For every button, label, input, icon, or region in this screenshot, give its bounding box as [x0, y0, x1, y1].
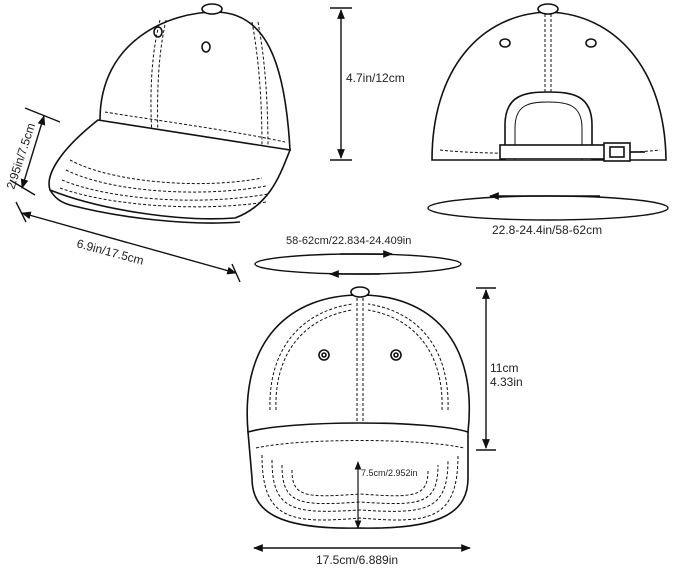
back-circumference-label: 22.8-24.4in/58-62cm — [492, 223, 602, 237]
front-button-icon — [350, 286, 370, 298]
front-height-dimension — [476, 287, 496, 451]
back-button-icon — [537, 3, 559, 15]
back-eyelet-icon — [499, 38, 511, 48]
side-button-icon — [201, 3, 223, 15]
front-height-cm-label: 11cm — [490, 361, 518, 375]
side-height-dimension — [330, 7, 352, 161]
front-eyelet-icon — [390, 349, 402, 361]
buckle-icon — [603, 142, 631, 162]
back-view-cap — [431, 3, 667, 162]
brim-length-label: 6.9in/17.5cm — [75, 236, 145, 267]
brim-depth-dimension — [9, 107, 61, 196]
front-eyelet-icon — [318, 349, 330, 361]
back-opening — [504, 91, 593, 160]
back-eyelet-icon — [585, 38, 597, 48]
side-eyelet-icon — [201, 41, 211, 53]
brim-depth-label: 2.95in/7.5cm — [4, 121, 39, 191]
front-brim-depth-label: 7.5cm/2.952in — [361, 468, 418, 478]
front-crown — [246, 294, 471, 433]
side-height-label: 4.7in/12cm — [346, 71, 405, 85]
front-width-label: 17.5cm/6.889in — [316, 553, 398, 567]
head-circumference-label: 58-62cm/22.834-24.409in — [286, 235, 411, 247]
back-strap — [499, 144, 613, 160]
front-height-in-label: 4.33in — [490, 375, 523, 389]
back-circumference-dimension — [427, 192, 669, 221]
side-view-cap — [48, 3, 292, 224]
brim-length-dimension — [15, 201, 241, 283]
side-eyelet-icon — [153, 26, 163, 38]
head-circumference-dimension — [254, 250, 462, 278]
